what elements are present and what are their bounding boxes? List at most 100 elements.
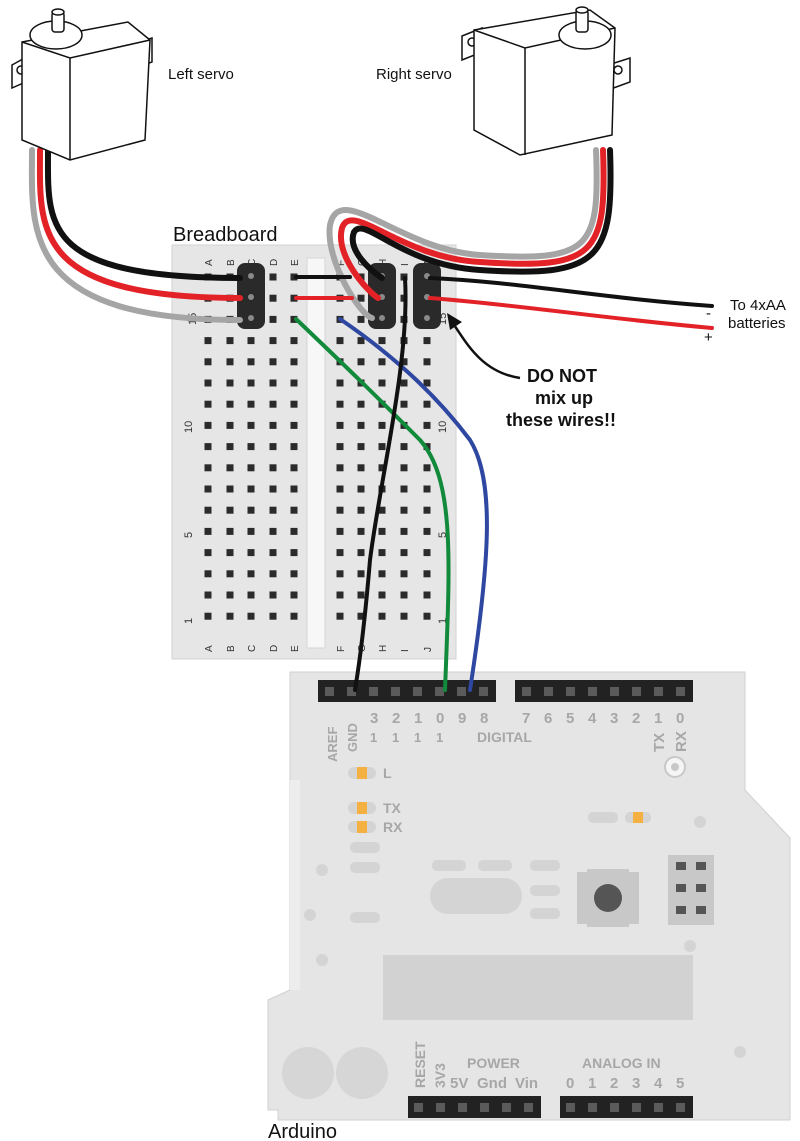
pin-label-digital: 2 (632, 710, 640, 727)
battery-label-line2: batteries (728, 315, 786, 332)
pin-label-digital: 4 (588, 710, 597, 727)
right-servo-label: Right servo (376, 66, 452, 83)
row-label-1-right: 1 (437, 618, 449, 624)
left-servo-power-wire (36, 147, 243, 301)
left-servo-icon (11, 8, 153, 161)
right-servo-icon (461, 6, 631, 156)
plus-label: + (704, 329, 713, 346)
pin-label-8: 8 (480, 710, 488, 727)
vin-label: Vin (515, 1075, 538, 1092)
pin-label-analog: 2 (610, 1075, 618, 1092)
col-label-top: D (269, 259, 280, 266)
pin-label-analog: 0 (566, 1075, 574, 1092)
pin-label-digital: 5 (566, 710, 574, 727)
pin-label-12: 2 (392, 710, 400, 727)
pin-sub-label: 1 (370, 730, 377, 745)
pin-label-analog: 5 (676, 1075, 684, 1092)
microcontroller-chip (383, 955, 693, 1020)
signal-wire-pin-9 (338, 317, 489, 692)
row-label-5: 5 (183, 532, 195, 538)
svg-text:L: L (383, 765, 392, 781)
col-label-bottom: J (423, 647, 434, 652)
digital-label: DIGITAL (477, 729, 532, 745)
col-label-top: C (247, 259, 258, 266)
warning-line-3: these wires!! (506, 410, 616, 430)
battery-ground-wire (428, 276, 714, 308)
row-label-5-right: 5 (437, 532, 449, 538)
center-channel (306, 257, 326, 649)
row-label-10: 10 (183, 421, 195, 433)
pin-label-10: 0 (436, 710, 444, 727)
pin-sub-label: 1 (392, 730, 399, 745)
left-servo-signal-wire (28, 147, 243, 323)
icsp-header (668, 855, 714, 925)
arduino-label: Arduino (268, 1121, 337, 1141)
col-label-top: I (400, 263, 411, 266)
pin-label-digital: 3 (610, 710, 618, 727)
left-servo-ground-wire (44, 147, 243, 281)
svg-text:TX: TX (383, 800, 402, 816)
arduino-board: L TX RX AREF GND 3 2 1 0 9 8 1 1 1 1 DIG… (267, 671, 791, 1121)
pin-label-analog: 4 (654, 1075, 663, 1092)
pin-label-gnd: GND (345, 723, 360, 752)
pin-label-aref: AREF (325, 727, 340, 762)
reset-label: RESET (412, 1041, 428, 1088)
col-label-bottom: H (378, 645, 389, 652)
power-led-icon (633, 812, 643, 823)
breadboard: AABBCCDDEEFFGGHHIIJJ 15 10 5 1 15 10 5 1 (171, 244, 457, 660)
right-servo-ground-wire (349, 147, 614, 281)
col-label-top: B (226, 259, 237, 266)
warning-line-2: mix up (535, 388, 593, 408)
battery-label-line1: To 4xAA (730, 297, 786, 314)
pin-label-digital: 7 (522, 710, 530, 727)
signal-wire-pin-10 (294, 317, 451, 692)
col-label-bottom: E (290, 645, 301, 652)
rx-label: RX (673, 731, 690, 752)
svg-text:RX: RX (383, 819, 403, 835)
col-label-bottom: I (400, 649, 411, 652)
pin-label-11: 1 (414, 710, 422, 727)
usb-jack-icon (336, 1047, 388, 1099)
warning-arrow-icon (447, 313, 521, 380)
pin-label-analog: 1 (588, 1075, 596, 1092)
col-label-top: H (378, 259, 389, 266)
pin-sub-label: 1 (414, 730, 421, 745)
row-label-10-right: 10 (437, 421, 449, 433)
row-label-1: 1 (183, 618, 195, 624)
led-rx: RX (348, 819, 403, 835)
col-label-bottom: D (269, 645, 280, 652)
col-label-bottom: F (336, 646, 347, 652)
col-label-top: A (204, 259, 215, 266)
warning-line-1: DO NOT (527, 366, 597, 386)
power-label: POWER (467, 1055, 520, 1071)
col-label-bottom: C (247, 645, 258, 652)
battery-power-wire (428, 296, 714, 330)
power-jack-icon (282, 1047, 334, 1099)
pin-label-analog: 3 (632, 1075, 640, 1092)
ground-wire-to-arduino (353, 276, 408, 692)
col-label-bottom: B (226, 645, 237, 652)
breadboard-label: Breadboard (173, 224, 278, 246)
left-servo-label: Left servo (168, 66, 234, 83)
5v-label: 5V (450, 1075, 468, 1092)
led-l: L (348, 765, 392, 781)
analog-in-label: ANALOG IN (582, 1055, 661, 1071)
3v3-label: 3V3 (432, 1063, 448, 1088)
pin-label-13: 3 (370, 710, 378, 727)
pin-label-digital: 6 (544, 710, 552, 727)
pin-label-digital: 0 (676, 710, 684, 727)
col-label-bottom: A (204, 645, 215, 652)
pin-label-digital: 1 (654, 710, 662, 727)
minus-label: - (706, 305, 711, 322)
right-servo-signal-wire (326, 147, 600, 321)
led-tx: TX (348, 800, 402, 816)
wires (28, 147, 714, 692)
tx-label: TX (651, 733, 668, 752)
col-label-top: F (336, 260, 347, 266)
gnd-label: Gnd (477, 1075, 507, 1092)
right-servo-power-wire (338, 147, 607, 301)
pin-label-9: 9 (458, 710, 466, 727)
col-label-top: E (290, 259, 301, 266)
